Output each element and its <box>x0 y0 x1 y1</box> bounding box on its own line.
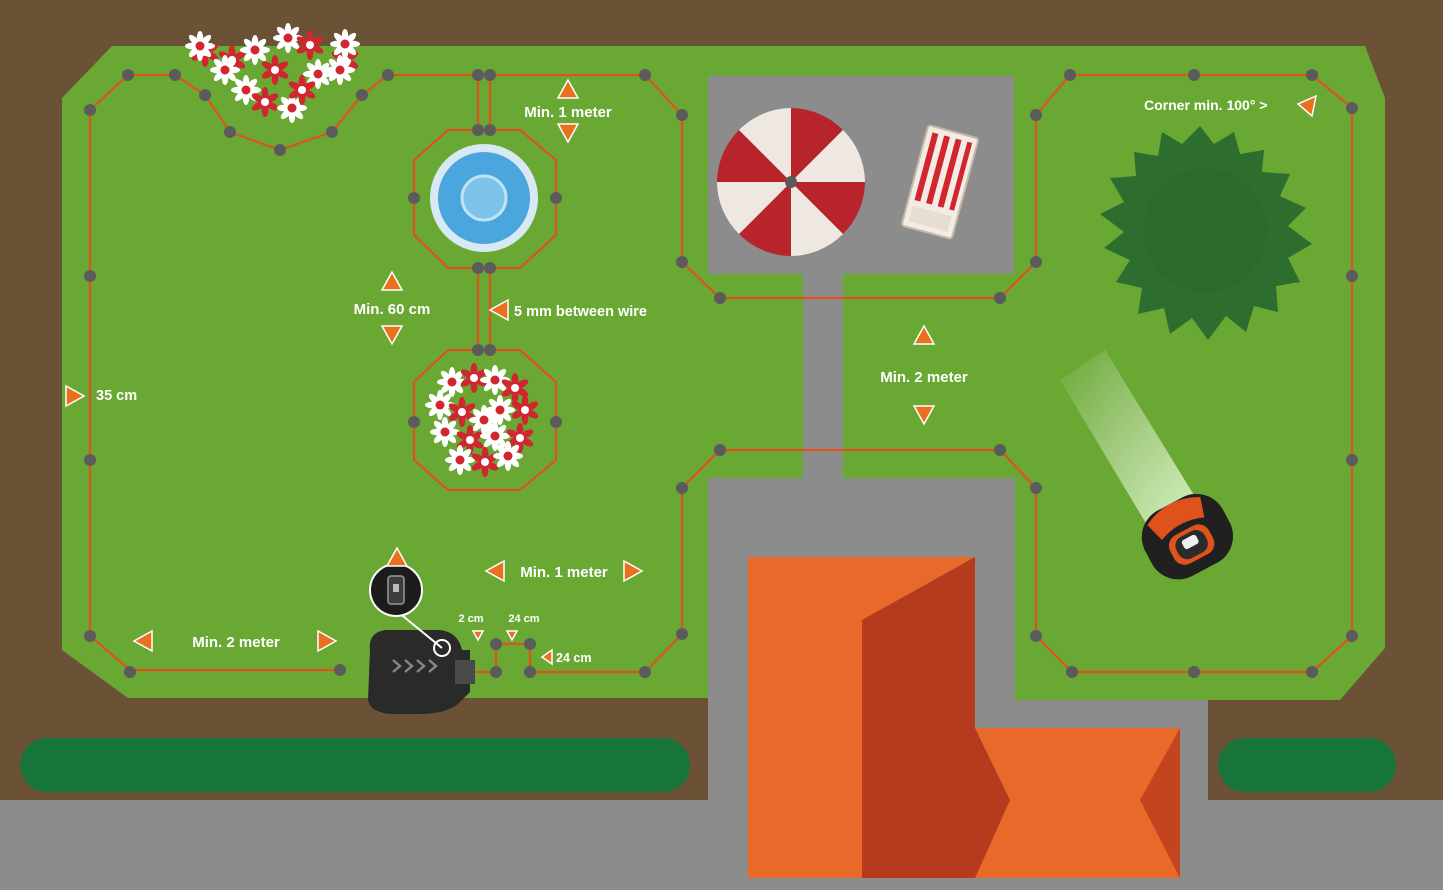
label-corner: Corner min. 100° > <box>1144 97 1267 113</box>
charging-station-icon <box>368 630 475 714</box>
guide-arrow-icon <box>65 78 1318 666</box>
hedge-left <box>20 738 690 792</box>
label-min-60-cm: Min. 60 cm <box>354 301 431 318</box>
hedge-right <box>1218 738 1396 792</box>
parasol-icon <box>717 108 865 256</box>
round-flower-bed-icon <box>425 362 542 478</box>
tree-icon <box>1100 126 1312 340</box>
label-min-1-meter-top: Min. 1 meter <box>524 104 612 121</box>
label-min-1-meter-bottom: Min. 1 meter <box>520 564 608 581</box>
lawn <box>62 46 1385 700</box>
label-24-cm-side: 24 cm <box>556 651 591 665</box>
label-35-cm: 35 cm <box>96 388 137 404</box>
label-wire-gap: 5 mm between wire <box>514 304 647 320</box>
label-24-cm-top: 24 cm <box>508 613 539 625</box>
label-2-cm: 2 cm <box>458 613 483 625</box>
fountain-icon <box>430 144 538 252</box>
charging-detail-magnifier <box>369 563 451 657</box>
robot-mower-icon <box>1060 350 1234 580</box>
sun-lounger-icon <box>901 124 979 240</box>
label-min-2-meter-bottom: Min. 2 meter <box>192 634 280 651</box>
house-roof-icon <box>748 557 1180 878</box>
label-min-2-meter-right: Min. 2 meter <box>880 369 968 386</box>
garden-path <box>803 272 843 478</box>
wire-pegs <box>84 69 1358 678</box>
